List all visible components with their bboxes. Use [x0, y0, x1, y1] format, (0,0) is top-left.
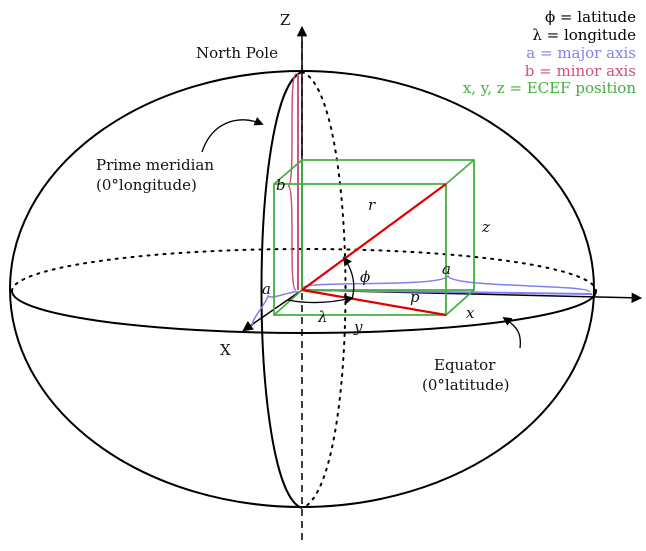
equator-front — [11, 290, 597, 334]
symbol-a-left: a — [262, 280, 271, 298]
vector-p — [301, 288, 447, 317]
equator-label: Equator — [434, 356, 496, 374]
axis-label-x: X — [220, 341, 231, 359]
legend-minor-axis: b = minor axis — [525, 62, 636, 80]
symbol-z: z — [481, 218, 490, 236]
prime-meridian-sublabel: (0°longitude) — [96, 176, 197, 194]
symbol-phi: ϕ — [360, 268, 370, 286]
prime-meridian-pointer — [201, 117, 264, 153]
major-axis-brace — [301, 274, 591, 293]
legend-major-axis: a = major axis — [526, 44, 636, 62]
symbol-a-right: a — [442, 260, 451, 278]
axis-label-z: Z — [280, 11, 290, 29]
legend-ecef: x, y, z = ECEF position — [463, 79, 637, 97]
equator-pointer — [502, 316, 522, 349]
minor-axis-brace — [287, 73, 297, 291]
symbol-b: b — [276, 176, 286, 194]
symbol-p: p — [410, 288, 420, 306]
legend-longitude: λ = longitude — [532, 26, 636, 44]
vector-r — [301, 183, 447, 291]
x-axis — [242, 289, 303, 332]
longitude-arc — [287, 295, 354, 305]
symbol-y: y — [353, 318, 363, 336]
legend-latitude: ϕ = latitude — [545, 8, 636, 26]
symbol-lambda: λ — [317, 308, 328, 326]
legend: ϕ = latitude λ = longitude a = major axi… — [463, 8, 637, 97]
prime-meridian-front — [260, 71, 303, 509]
prime-meridian-label: Prime meridian — [96, 156, 214, 174]
symbol-x: x — [466, 304, 475, 322]
major-axis-brace-x — [251, 291, 301, 327]
equator-back — [11, 248, 597, 292]
symbol-r: r — [368, 196, 376, 214]
equator-sublabel: (0°latitude) — [422, 376, 509, 394]
north-pole-label: North Pole — [196, 44, 278, 62]
